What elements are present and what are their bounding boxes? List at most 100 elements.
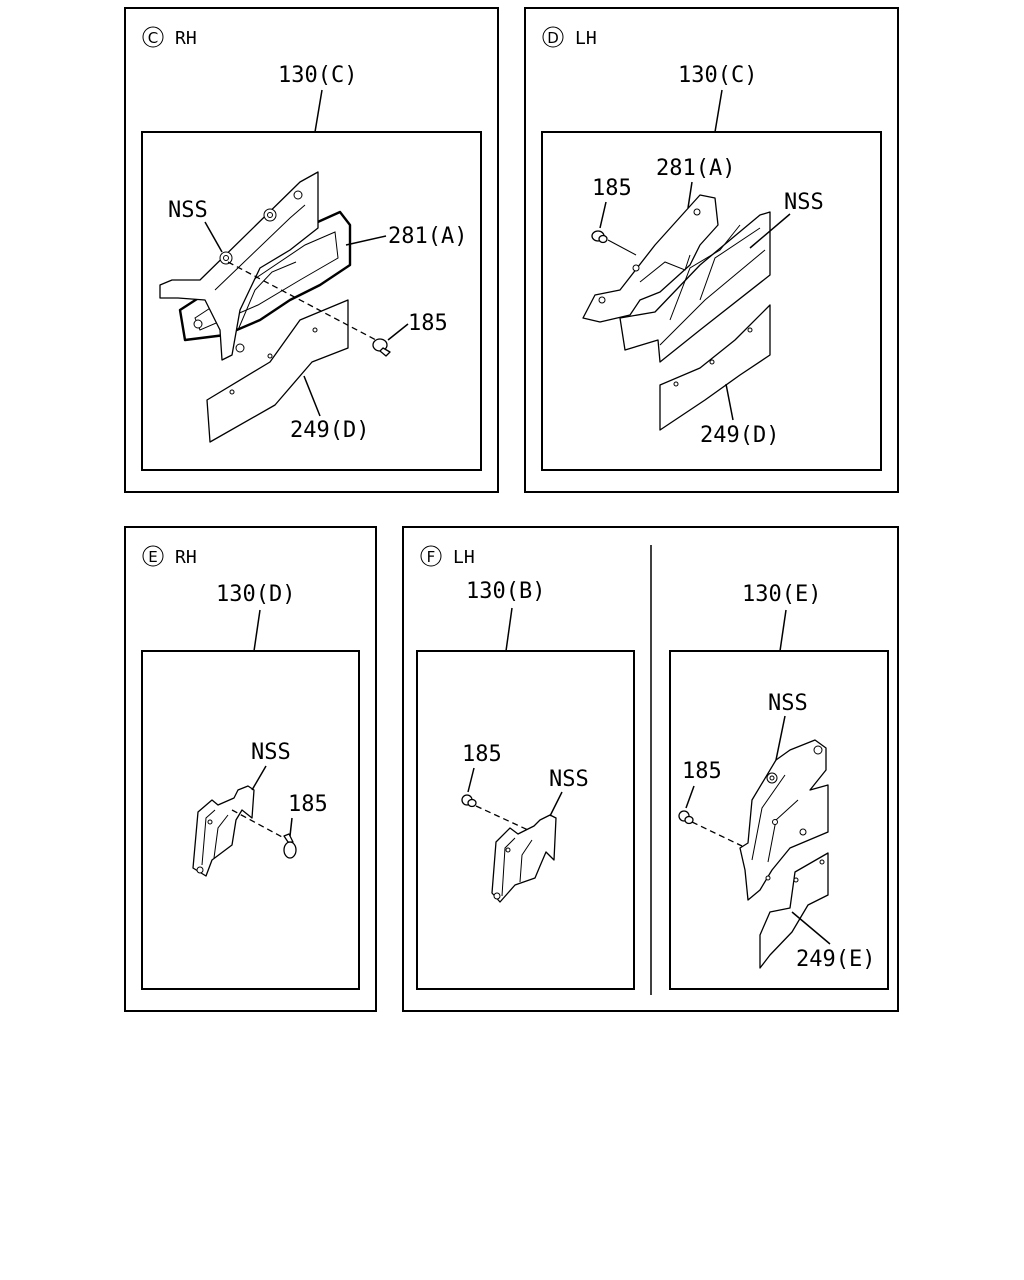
section-f-letter: F: [427, 548, 436, 566]
bracket-hole: [235, 343, 245, 353]
bracket-hole: [799, 828, 807, 836]
bracket-hole: [193, 319, 203, 329]
section-f-right-parent-label: 130(E): [742, 582, 821, 607]
section-f-right-249-label: 249(E): [796, 947, 875, 972]
part-281-gasket: [582, 194, 719, 323]
section-f-left-185-leader: [467, 767, 475, 793]
section-c-281-leader: [345, 235, 387, 246]
section-c-nss-label: NSS: [168, 198, 208, 223]
bracket-hole: [505, 847, 511, 853]
bracket-hole: [207, 819, 213, 825]
section-f-left-185-label: 185: [462, 742, 502, 767]
section-c-249-label: 249(D): [290, 418, 369, 443]
section-c-frame: [124, 7, 499, 493]
bracket-edge: [201, 809, 216, 866]
section-c-rh: C RH 130(C): [124, 7, 499, 493]
section-d-281-label: 281(A): [656, 156, 735, 181]
bracket-edge: [659, 249, 766, 346]
plate-hole: [312, 327, 318, 333]
plate-hole: [229, 389, 235, 395]
gasket-hole: [693, 208, 701, 216]
section-f-right-parent-leader: [779, 609, 787, 652]
section-d-185-label: 185: [592, 176, 632, 201]
section-f-right-nss-leader: [775, 715, 786, 761]
section-f-frame: [402, 526, 899, 1012]
section-e-marker: [142, 545, 164, 567]
section-f-marker: [420, 545, 442, 567]
section-c-side: RH: [175, 28, 197, 49]
section-d-parent-leader: [714, 89, 723, 133]
part-185-screw: [461, 794, 477, 808]
bracket-edge: [501, 837, 516, 897]
section-f-right-185-label: 185: [682, 759, 722, 784]
section-e-detail-box: [141, 650, 360, 990]
bracket-edge: [669, 224, 741, 321]
section-d-letter: D: [547, 29, 559, 47]
plate-hole: [747, 327, 753, 333]
plate-hole: [793, 877, 799, 883]
section-e-rh: E RH 130(D) NSS 185: [124, 526, 377, 1012]
section-f-left-parent-leader: [505, 607, 513, 652]
section-f-left-nss-label: NSS: [549, 767, 589, 792]
section-d-nss-leader: [749, 213, 791, 249]
section-c-detail-box: [141, 131, 482, 471]
section-f-lh: F LH 130(B) 185 NSS 130(E): [402, 526, 899, 1012]
section-c-nss-leader: [204, 221, 223, 253]
section-f-right-detail-box: [669, 650, 889, 990]
section-d-185-leader: [599, 201, 607, 229]
section-f-left-illustration: [461, 794, 557, 903]
section-c-parent-leader: [314, 89, 323, 133]
section-c-281-label: 281(A): [388, 224, 467, 249]
section-c-249-leader: [303, 375, 321, 417]
screw-axis: [227, 261, 377, 341]
section-c-parent-label: 130(C): [278, 63, 357, 88]
section-c-illustration: [159, 171, 391, 443]
section-e-parent-leader: [253, 609, 261, 652]
section-d-illustration: [582, 194, 771, 431]
section-c-185-leader: [387, 323, 409, 341]
bracket-hole: [493, 892, 501, 900]
section-e-side: RH: [175, 547, 197, 568]
part-nss-bracket: [739, 739, 829, 901]
section-d-249-leader: [725, 383, 734, 421]
bracket-edge: [519, 839, 533, 883]
part-nss-bracket: [192, 785, 255, 877]
plate-hole: [709, 359, 715, 365]
section-d-marker: [542, 26, 564, 48]
section-e-frame: [124, 526, 377, 1012]
bracket-edge: [751, 774, 786, 861]
section-f-left-detail-box: [416, 650, 635, 990]
section-f-left-nss-leader: [549, 791, 563, 817]
part-185-screw: [678, 810, 694, 825]
section-c-185-label: 185: [408, 311, 448, 336]
section-f-side: LH: [453, 547, 475, 568]
section-f-right-185-leader: [685, 785, 695, 809]
bracket-hole: [196, 866, 204, 874]
section-d-side: LH: [575, 28, 597, 49]
section-f-right-illustration: [678, 739, 829, 969]
screw-axis: [691, 821, 743, 847]
section-d-nss-label: NSS: [784, 190, 824, 215]
bracket-edge: [214, 204, 306, 291]
section-d-249-label: 249(D): [700, 423, 779, 448]
section-d-frame: [524, 7, 899, 493]
section-f-left-parent-label: 130(B): [466, 579, 545, 604]
plate-hole: [267, 353, 273, 359]
section-e-parent-label: 130(D): [216, 582, 295, 607]
bracket-hole: [772, 819, 778, 825]
section-e-185-leader: [289, 817, 293, 837]
screw-axis: [475, 805, 529, 831]
section-f-right-nss-label: NSS: [768, 691, 808, 716]
section-d-parent-label: 130(C): [678, 63, 757, 88]
bracket-hole: [223, 255, 229, 261]
part-nss-bracket: [491, 814, 557, 903]
bracket-hole: [813, 745, 823, 755]
bracket-hole: [267, 212, 273, 218]
bracket-hole: [769, 775, 775, 781]
section-e-illustration: [192, 785, 297, 877]
bracket-hole: [293, 190, 303, 200]
part-185-screw: [283, 833, 297, 859]
gasket-inner: [639, 254, 691, 283]
bracket-edge: [213, 814, 229, 859]
section-c-marker: [142, 26, 164, 48]
